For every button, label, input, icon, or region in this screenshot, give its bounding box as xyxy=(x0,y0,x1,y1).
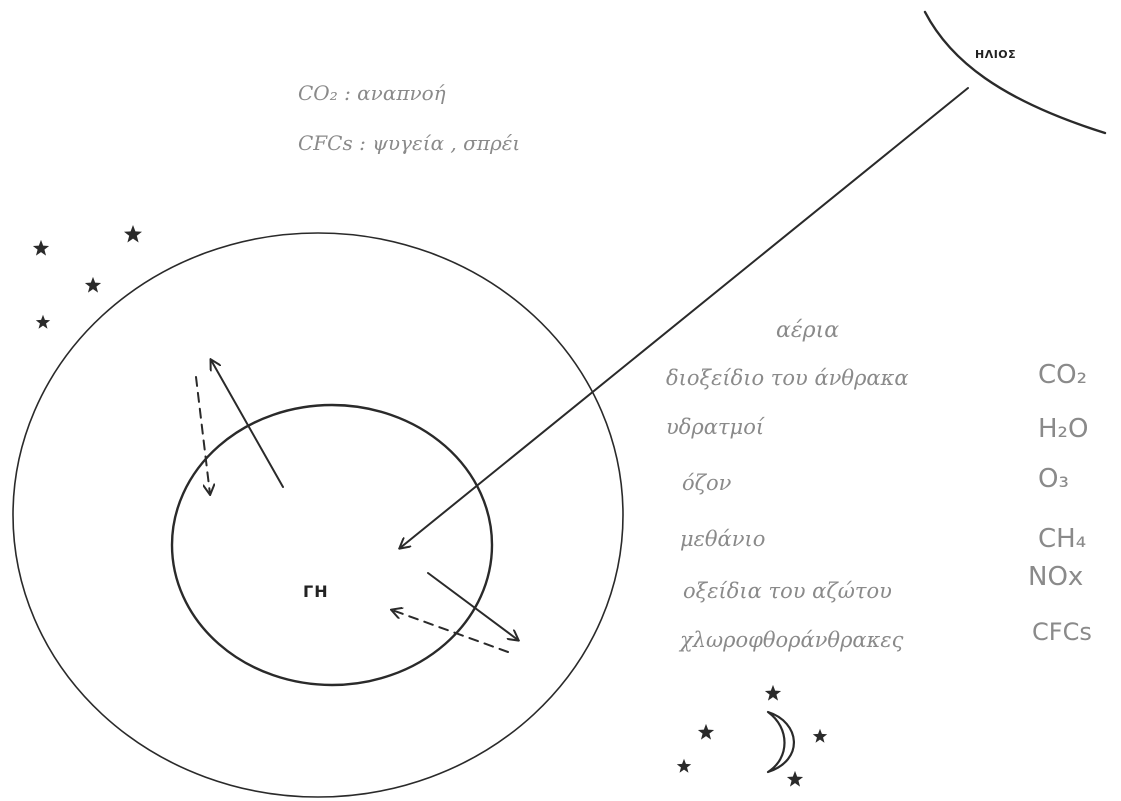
sun: ΗΛΙΟΣ xyxy=(923,10,1107,135)
gas-formula-o3: O₃ xyxy=(1038,464,1069,494)
earth-label: ΓΗ xyxy=(303,582,329,601)
gas-formula-ch4: CH₄ xyxy=(1038,524,1086,554)
gas-list-title: αέρια xyxy=(776,318,839,343)
notes: CO₂ : αναπνοή CFCs : ψυγεία , σπρέι xyxy=(298,81,520,155)
incoming-solar-ray-arrow xyxy=(400,87,969,548)
star-icon xyxy=(84,276,102,293)
gas-name-h2o: υδρατμοί xyxy=(666,415,765,439)
gas-name-cfcs: χλωροφθοράνθρακες xyxy=(678,628,904,652)
outgoing-radiation-arrow-right xyxy=(427,572,518,640)
gas-name-nox: οξείδια του αζώτου xyxy=(683,579,892,603)
gas-formula-h2o: H₂O xyxy=(1038,414,1088,444)
gas-list: αέρια διοξείδιο του άνθρακα CO₂ υδρατμοί… xyxy=(666,318,1092,652)
note-cfc: CFCs : ψυγεία , σπρέι xyxy=(298,131,520,155)
outgoing-radiation-arrow-left xyxy=(211,360,284,488)
gas-name-co2: διοξείδιο του άνθρακα xyxy=(666,366,909,390)
atmosphere-outline xyxy=(12,232,624,798)
star-icon xyxy=(676,758,692,773)
gas-name-ch4: μεθάνιο xyxy=(680,527,765,551)
star-icon xyxy=(35,314,51,329)
stars-top-left xyxy=(32,225,142,329)
star-icon xyxy=(124,225,142,243)
crescent-moon-icon xyxy=(766,710,795,774)
star-icon xyxy=(697,723,715,740)
star-icon xyxy=(812,728,828,743)
earth-outline xyxy=(170,403,494,687)
sun-label: ΗΛΙΟΣ xyxy=(975,48,1016,61)
reflected-radiation-arrow-right xyxy=(392,610,509,653)
note-co2: CO₂ : αναπνοή xyxy=(298,81,446,105)
gas-name-o3: όζον xyxy=(682,471,732,495)
night-sky-bottom-right xyxy=(676,684,828,787)
sun-arc-icon xyxy=(923,10,1107,135)
star-icon xyxy=(786,770,804,787)
star-icon xyxy=(32,239,50,256)
gas-formula-nox: NOx xyxy=(1028,562,1083,592)
reflected-radiation-arrow-left xyxy=(195,376,210,494)
star-icon xyxy=(764,684,782,701)
gas-formula-co2: CO₂ xyxy=(1038,360,1087,390)
gas-formula-cfcs: CFCs xyxy=(1032,618,1092,646)
